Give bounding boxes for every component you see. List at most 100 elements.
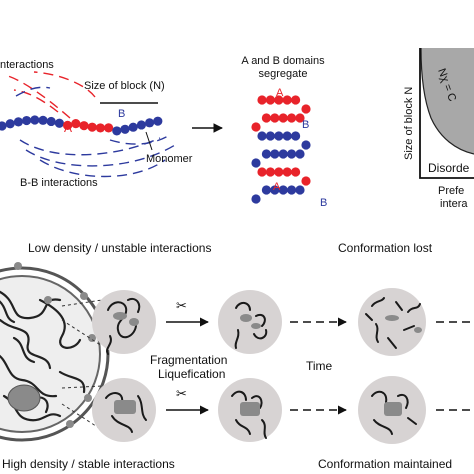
monomer-a <box>257 167 267 177</box>
phase-x-axis-line2: intera <box>440 198 468 210</box>
phase-y-axis-label: Size of block N <box>403 87 415 160</box>
monomer-b <box>287 185 297 195</box>
monomer-b <box>265 131 275 141</box>
monomer-a <box>261 113 271 123</box>
monomer-b <box>295 149 305 159</box>
monomer-a <box>71 119 81 129</box>
monomer-b <box>30 115 40 125</box>
phase-diagram: Size of block N Nχ = C Disorde Prefe int… <box>403 47 474 210</box>
monomer-pointer <box>145 131 153 151</box>
bb-interaction-arcs <box>15 86 176 178</box>
time-label: Time <box>306 359 333 373</box>
monomer-a <box>295 113 305 123</box>
chain-schematic: nteractions Size of block (N) A B Monome… <box>0 59 193 189</box>
monomer-b <box>145 118 155 128</box>
liquefication-label: Liquefication <box>158 367 225 381</box>
monomer-a <box>287 113 297 123</box>
monomer-a <box>301 104 311 114</box>
monomer-a <box>301 176 311 186</box>
monomer-label: Monomer <box>146 153 193 165</box>
monomer-b <box>22 115 32 126</box>
nucleolus <box>7 384 41 412</box>
low-density-fragmented-circle <box>218 290 282 354</box>
monomer-a <box>282 167 292 177</box>
low-density-title: Low density / unstable interactions <box>28 241 211 255</box>
high-density-title: High density / stable interactions <box>2 457 175 471</box>
phase-x-axis-line1: Prefe <box>438 185 464 197</box>
state-circles <box>92 288 426 444</box>
segregated-chain: A and B domains segregate A B A B <box>241 55 327 209</box>
phase-boundary-curve <box>420 47 474 155</box>
nuclear-pore <box>44 296 52 304</box>
aa-interaction-arcs <box>7 71 96 119</box>
chain-label-b: B <box>118 108 125 120</box>
nucleus <box>0 262 110 442</box>
monomer-a <box>274 167 284 177</box>
nuclear-pore <box>80 292 88 300</box>
monomer-b <box>282 131 292 141</box>
nuclear-pore <box>14 262 22 270</box>
segregate-title-line2: segregate <box>259 68 308 80</box>
monomer-b <box>251 194 261 204</box>
segregate-title-line1: A and B domains <box>241 55 325 67</box>
zoom-lines <box>61 299 103 431</box>
monomer-a <box>95 123 105 133</box>
monomer-a <box>274 95 284 105</box>
monomer-a <box>265 167 275 177</box>
ordered-region <box>421 48 474 154</box>
monomer-b <box>120 124 130 134</box>
monomer-b <box>13 117 23 127</box>
low-density-final-circle <box>358 288 426 356</box>
monomer-b <box>136 120 146 130</box>
phase-axes <box>419 48 474 179</box>
monomer-b <box>278 185 288 195</box>
monomer-b <box>261 149 271 159</box>
conformation-lost-label: Conformation lost <box>338 241 433 255</box>
monomer-a <box>63 120 73 130</box>
aa-interactions-label: nteractions <box>0 59 54 71</box>
monomer-a <box>265 95 275 105</box>
monomer-a <box>278 113 288 123</box>
folded-label-a-2: A <box>273 181 281 193</box>
nuclear-pore <box>84 394 92 402</box>
folded-label-b-2: B <box>320 197 327 209</box>
monomer-b <box>112 126 122 136</box>
monomer-a <box>291 167 301 177</box>
bb-interactions-label: B-B interactions <box>20 177 98 189</box>
monomer-b <box>46 116 56 127</box>
low-density-initial-circle <box>92 290 156 354</box>
monomer-b <box>128 122 138 132</box>
monomer-b <box>270 185 280 195</box>
monomer-b <box>291 131 301 141</box>
monomer-b <box>278 149 288 159</box>
monomer-b <box>270 149 280 159</box>
folded-chain <box>251 95 311 204</box>
monomer-b <box>5 119 15 129</box>
scissors-icon: ✂ <box>176 387 187 402</box>
monomer-a <box>270 113 280 123</box>
monomer-b <box>261 185 271 195</box>
monomer-b <box>287 149 297 159</box>
linear-chain <box>0 115 163 136</box>
monomer-a <box>291 95 301 105</box>
monomer-b <box>295 185 305 195</box>
phase-region-label: Disorde <box>428 161 470 175</box>
monomer-b <box>153 116 163 126</box>
monomer-a <box>79 121 89 131</box>
monomer-b <box>0 121 7 131</box>
fragmentation-label: Fragmentation <box>150 353 227 367</box>
monomer-a <box>87 122 97 132</box>
monomer-a <box>282 95 292 105</box>
monomer-b <box>251 158 261 168</box>
monomer-b <box>274 131 284 141</box>
monomer-b <box>38 115 48 125</box>
monomer-b <box>257 131 267 141</box>
monomer-a <box>104 123 114 133</box>
conformation-maintained-label: Conformation maintained <box>318 457 452 471</box>
monomer-a <box>257 95 267 105</box>
nuclear-pore <box>66 420 74 428</box>
monomer-b <box>301 140 311 150</box>
process-arrows <box>166 317 474 415</box>
protein-blobs <box>113 312 422 416</box>
